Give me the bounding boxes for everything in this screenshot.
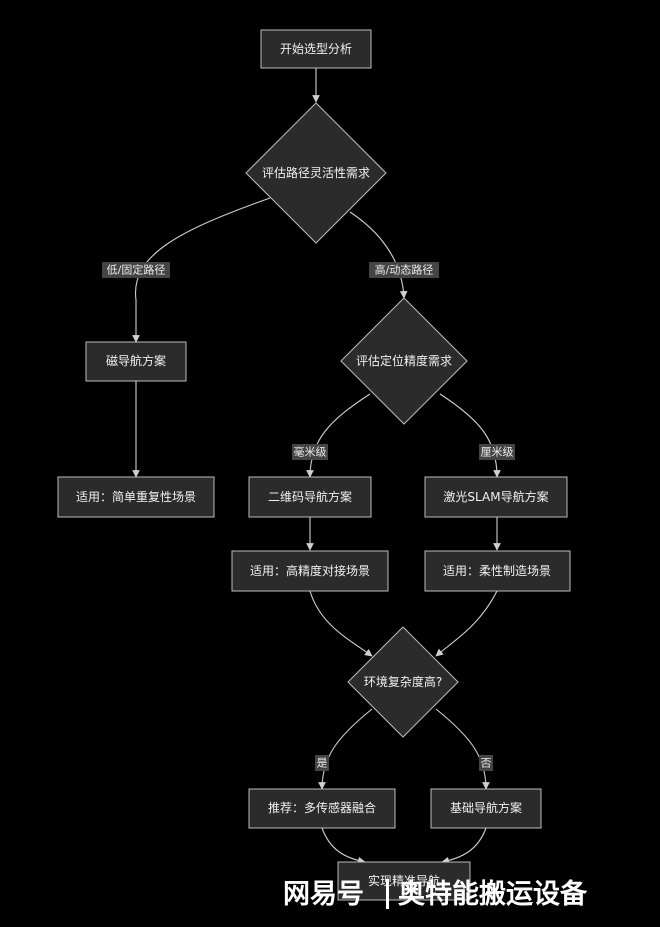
edge-label-no: 否: [479, 755, 493, 771]
node-precision: 评估定位精度需求: [340, 297, 468, 425]
edge-label-yes: 是: [315, 755, 329, 771]
svg-text:基础导航方案: 基础导航方案: [450, 800, 522, 815]
edge-path-flexibility-to-precision: [349, 211, 408, 299]
svg-text:否: 否: [481, 757, 492, 770]
svg-text:激光SLAM导航方案: 激光SLAM导航方案: [443, 489, 548, 504]
node-basic: 基础导航方案: [430, 788, 542, 829]
node-magnetic-use: 适用：简单重复性场景: [57, 476, 215, 518]
edges: [132, 68, 501, 865]
node-final: 实现精准导航: [337, 861, 471, 901]
node-multi-sensor: 推荐：多传感器融合: [248, 788, 396, 829]
edge-path-flexibility-to-magnetic: [132, 197, 271, 343]
edge-precision-to-qr: [306, 393, 371, 478]
svg-text:适用：高精度对接场景: 适用：高精度对接场景: [250, 563, 370, 578]
svg-text:厘米级: 厘米级: [481, 446, 514, 459]
watermark: 网易号 奥特能搬运设备: [283, 878, 588, 910]
edge-label-high-dynamic: 高/动态路径: [369, 262, 439, 278]
svg-text:二维码导航方案: 二维码导航方案: [268, 489, 352, 504]
edge-label-low-fixed: 低/固定路径: [102, 262, 170, 278]
edge-multi-sensor-to-final: [321, 827, 366, 865]
edge-basic-to-final: [441, 827, 487, 865]
svg-text:开始选型分析: 开始选型分析: [280, 42, 352, 56]
edge-qr-use-to-complexity: [309, 590, 373, 657]
svg-text:磁导航方案: 磁导航方案: [106, 353, 166, 368]
svg-text:评估路径灵活性需求: 评估路径灵活性需求: [262, 165, 370, 180]
node-complexity: 环境复杂度高?: [347, 626, 459, 738]
node-slam-use: 适用：柔性制造场景: [424, 550, 571, 592]
svg-text:毫米级: 毫米级: [294, 445, 327, 459]
svg-text:实现精准导航: 实现精准导航: [368, 873, 440, 888]
edge-complexity-to-basic: [435, 708, 490, 790]
svg-text:适用：柔性制造场景: 适用：柔性制造场景: [443, 564, 551, 578]
node-start: 开始选型分析: [260, 29, 372, 69]
node-qr: 二维码导航方案: [248, 476, 372, 518]
node-slam: 激光SLAM导航方案: [424, 476, 568, 518]
svg-text:是: 是: [317, 757, 328, 770]
svg-text:低/固定路径: 低/固定路径: [107, 263, 166, 277]
svg-text:适用：简单重复性场景: 适用：简单重复性场景: [76, 490, 196, 504]
edge-label-cm: 厘米级: [479, 444, 515, 460]
edge-slam-use-to-complexity: [435, 590, 498, 657]
svg-text:评估定位精度需求: 评估定位精度需求: [356, 353, 452, 368]
svg-text:高/动态路径: 高/动态路径: [375, 263, 434, 277]
watermark-brand: 网易号: [283, 879, 364, 910]
svg-text:环境复杂度高?: 环境复杂度高?: [364, 674, 442, 689]
edge-complexity-to-multi-sensor: [318, 708, 373, 790]
node-magnetic: 磁导航方案: [85, 341, 187, 382]
svg-text:推荐：多传感器融合: 推荐：多传感器融合: [268, 800, 376, 815]
edge-label-mm: 毫米级: [292, 444, 328, 460]
edge-precision-to-slam: [439, 393, 501, 478]
watermark-divider: [386, 879, 389, 909]
node-path-flexibility: 评估路径灵活性需求: [245, 102, 387, 244]
node-qr-use: 适用：高精度对接场景: [231, 550, 389, 592]
watermark-author: 奥特能搬运设备: [398, 878, 588, 910]
